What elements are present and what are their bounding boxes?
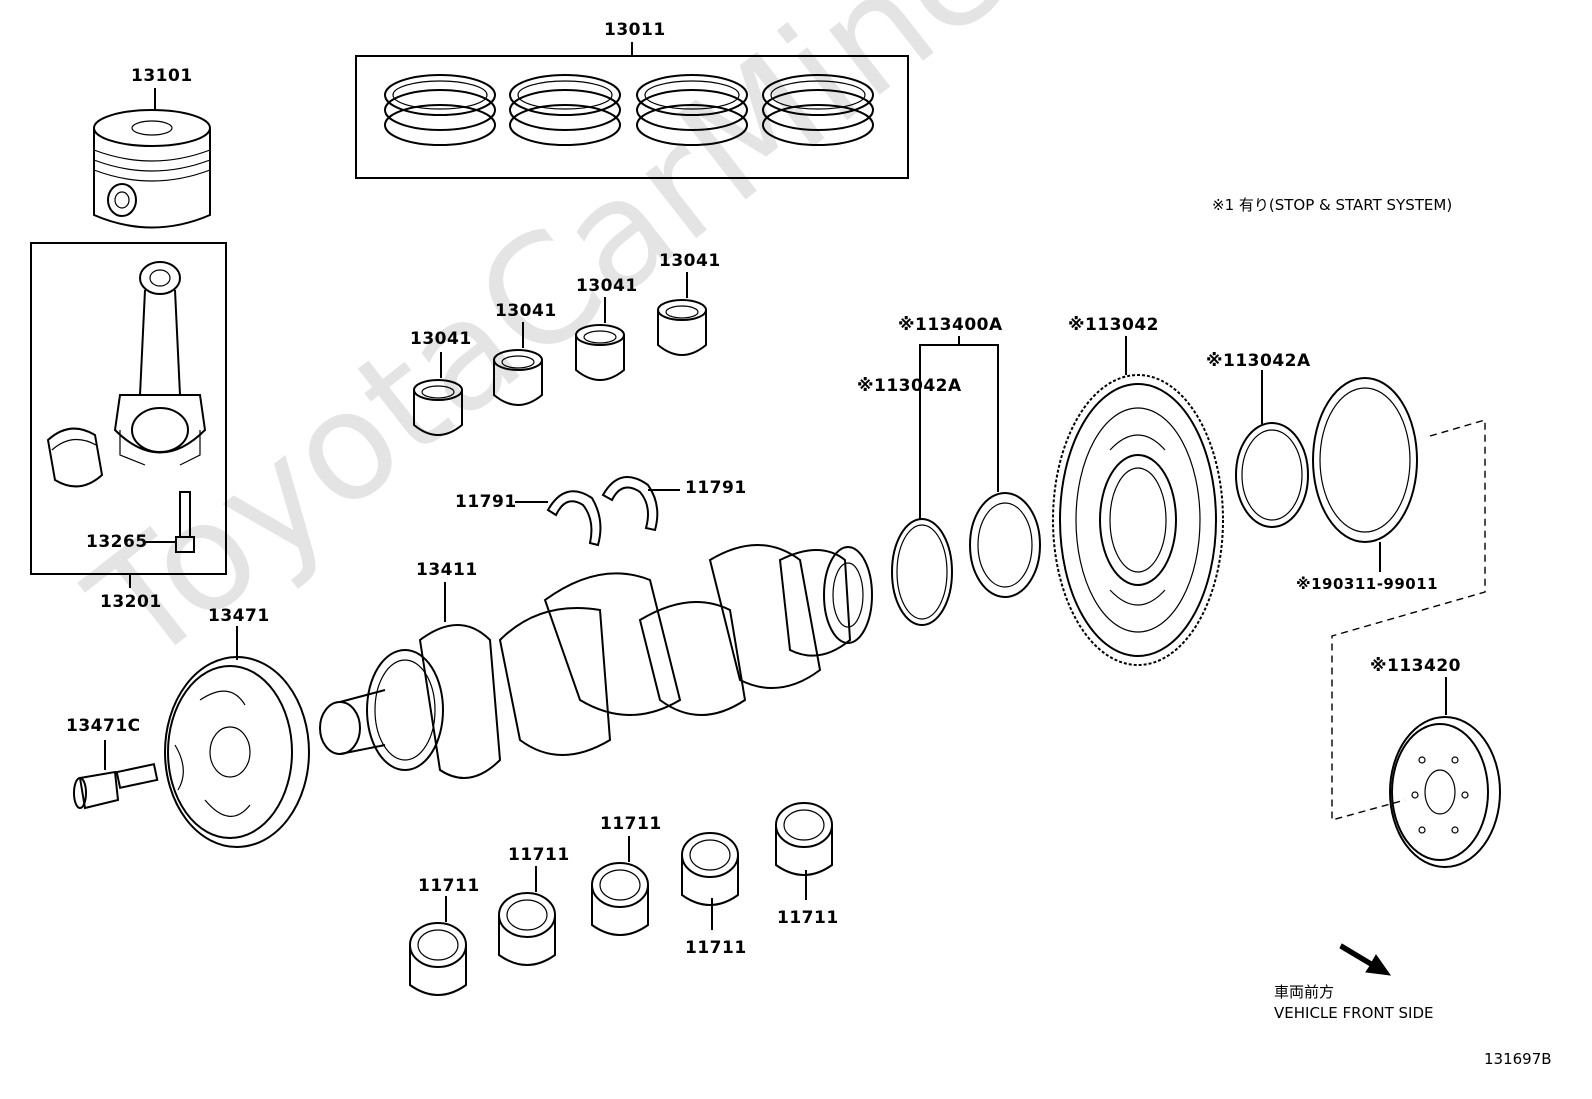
label-ring-left[interactable]: ※113042A <box>857 376 962 396</box>
piston-drawing <box>93 88 211 229</box>
label-main-bearing-3[interactable]: 11711 <box>600 814 662 834</box>
label-ring-set[interactable]: ※113400A <box>898 315 1003 335</box>
label-conrod-assy[interactable]: 13201 <box>100 592 162 612</box>
label-main-bearing-2[interactable]: 11711 <box>508 845 570 865</box>
front-side-jp: 車両前方 <box>1274 983 1335 1001</box>
label-piston[interactable]: 13101 <box>131 66 193 86</box>
label-piston-rings[interactable]: 13011 <box>604 20 666 40</box>
damper-drawing <box>1389 677 1501 868</box>
rings-drawing <box>891 336 1041 626</box>
label-pulley-bolt[interactable]: 13471C <box>66 716 141 736</box>
diagram-id: 131697B <box>1484 1050 1552 1068</box>
label-conrod-bearing-4[interactable]: 13041 <box>659 251 721 271</box>
main-bearings-drawing <box>409 802 833 996</box>
label-main-bearing-1[interactable]: 11711 <box>418 876 480 896</box>
label-crankshaft[interactable]: 13411 <box>416 560 478 580</box>
label-conrod-bearing-2[interactable]: 13041 <box>495 301 557 321</box>
label-damper[interactable]: ※113420 <box>1370 656 1461 676</box>
seal-drawing <box>1235 370 1486 821</box>
ring-gear-drawing <box>1052 336 1224 666</box>
option-note: ※1 有り(STOP & START SYSTEM) <box>1212 196 1453 214</box>
piston-rings-drawing <box>355 42 909 179</box>
label-thrust-washer-left[interactable]: 11791 <box>455 492 517 512</box>
crankshaft-drawing <box>319 544 873 779</box>
conrod-bearings-drawing <box>413 272 707 436</box>
conrod-drawing <box>30 242 227 588</box>
pulley-drawing <box>73 626 310 848</box>
front-side-en: VEHICLE FRONT SIDE <box>1274 1004 1434 1022</box>
label-ring-gear[interactable]: ※113042 <box>1068 315 1159 335</box>
label-ring-right[interactable]: ※113042A <box>1206 351 1311 371</box>
label-conrod-bearing-3[interactable]: 13041 <box>576 276 638 296</box>
label-conrod-bearing-1[interactable]: 13041 <box>410 329 472 349</box>
label-conrod-bolt[interactable]: 13265 <box>86 532 148 552</box>
label-pulley[interactable]: 13471 <box>208 606 270 626</box>
label-thrust-washer-right[interactable]: 11791 <box>685 478 747 498</box>
label-main-bearing-5[interactable]: 11711 <box>777 908 839 928</box>
label-main-bearing-4[interactable]: 11711 <box>685 938 747 958</box>
front-arrow-icon <box>1339 943 1392 976</box>
label-oil-seal[interactable]: ※190311-99011 <box>1296 575 1439 593</box>
thrust-washers-drawing <box>515 476 680 547</box>
